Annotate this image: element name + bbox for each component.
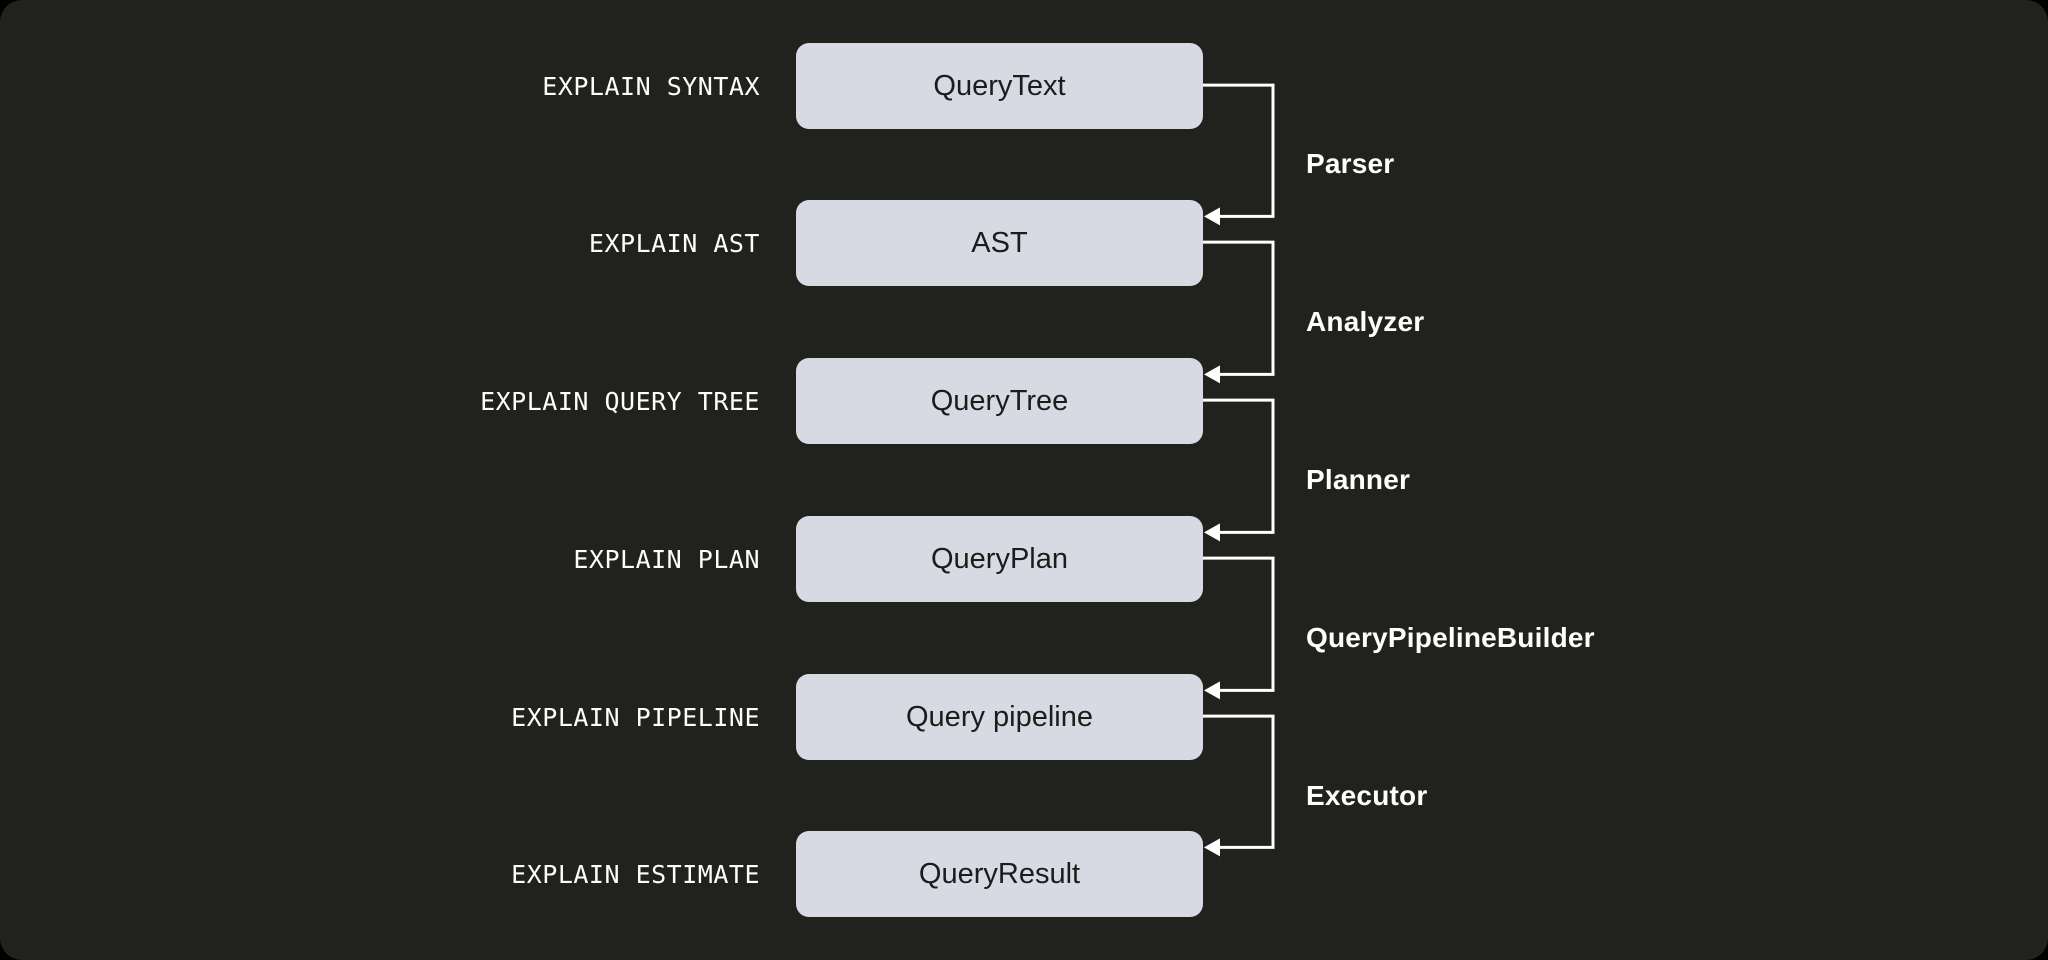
- stage-box-query-pipeline[interactable]: Query pipeline: [796, 674, 1203, 760]
- stage-row: EXPLAIN SYNTAX QueryText: [0, 43, 2048, 129]
- explain-label-syntax: EXPLAIN SYNTAX: [542, 71, 760, 101]
- explain-label-pipeline: EXPLAIN PIPELINE: [511, 702, 760, 732]
- explain-label-ast: EXPLAIN AST: [588, 228, 760, 258]
- explain-label-query-tree: EXPLAIN QUERY TREE: [480, 386, 760, 416]
- stage-box-querytree[interactable]: QueryTree: [796, 358, 1203, 444]
- component-label-executor: Executor: [1306, 780, 1428, 811]
- explain-label-estimate: EXPLAIN ESTIMATE: [511, 859, 760, 889]
- stage-box-querytext[interactable]: QueryText: [796, 43, 1203, 129]
- component-label-analyzer: Analyzer: [1306, 306, 1425, 337]
- stage-row: EXPLAIN AST AST: [0, 200, 2048, 286]
- explain-label-plan: EXPLAIN PLAN: [573, 544, 760, 574]
- stage-box-ast[interactable]: AST: [796, 200, 1203, 286]
- stage-row: EXPLAIN ESTIMATE QueryResult: [0, 831, 2048, 917]
- component-label-querypipelinebuilder: QueryPipelineBuilder: [1306, 622, 1595, 653]
- stage-row: EXPLAIN PLAN QueryPlan: [0, 516, 2048, 602]
- component-label-parser: Parser: [1306, 148, 1395, 179]
- stage-row: EXPLAIN PIPELINE Query pipeline: [0, 674, 2048, 760]
- stage-box-queryresult[interactable]: QueryResult: [796, 831, 1203, 917]
- component-label-planner: Planner: [1306, 464, 1411, 495]
- stage-row: EXPLAIN QUERY TREE QueryTree: [0, 358, 2048, 444]
- connector-layer: [1203, 83, 1275, 857]
- stage-box-queryplan[interactable]: QueryPlan: [796, 516, 1203, 602]
